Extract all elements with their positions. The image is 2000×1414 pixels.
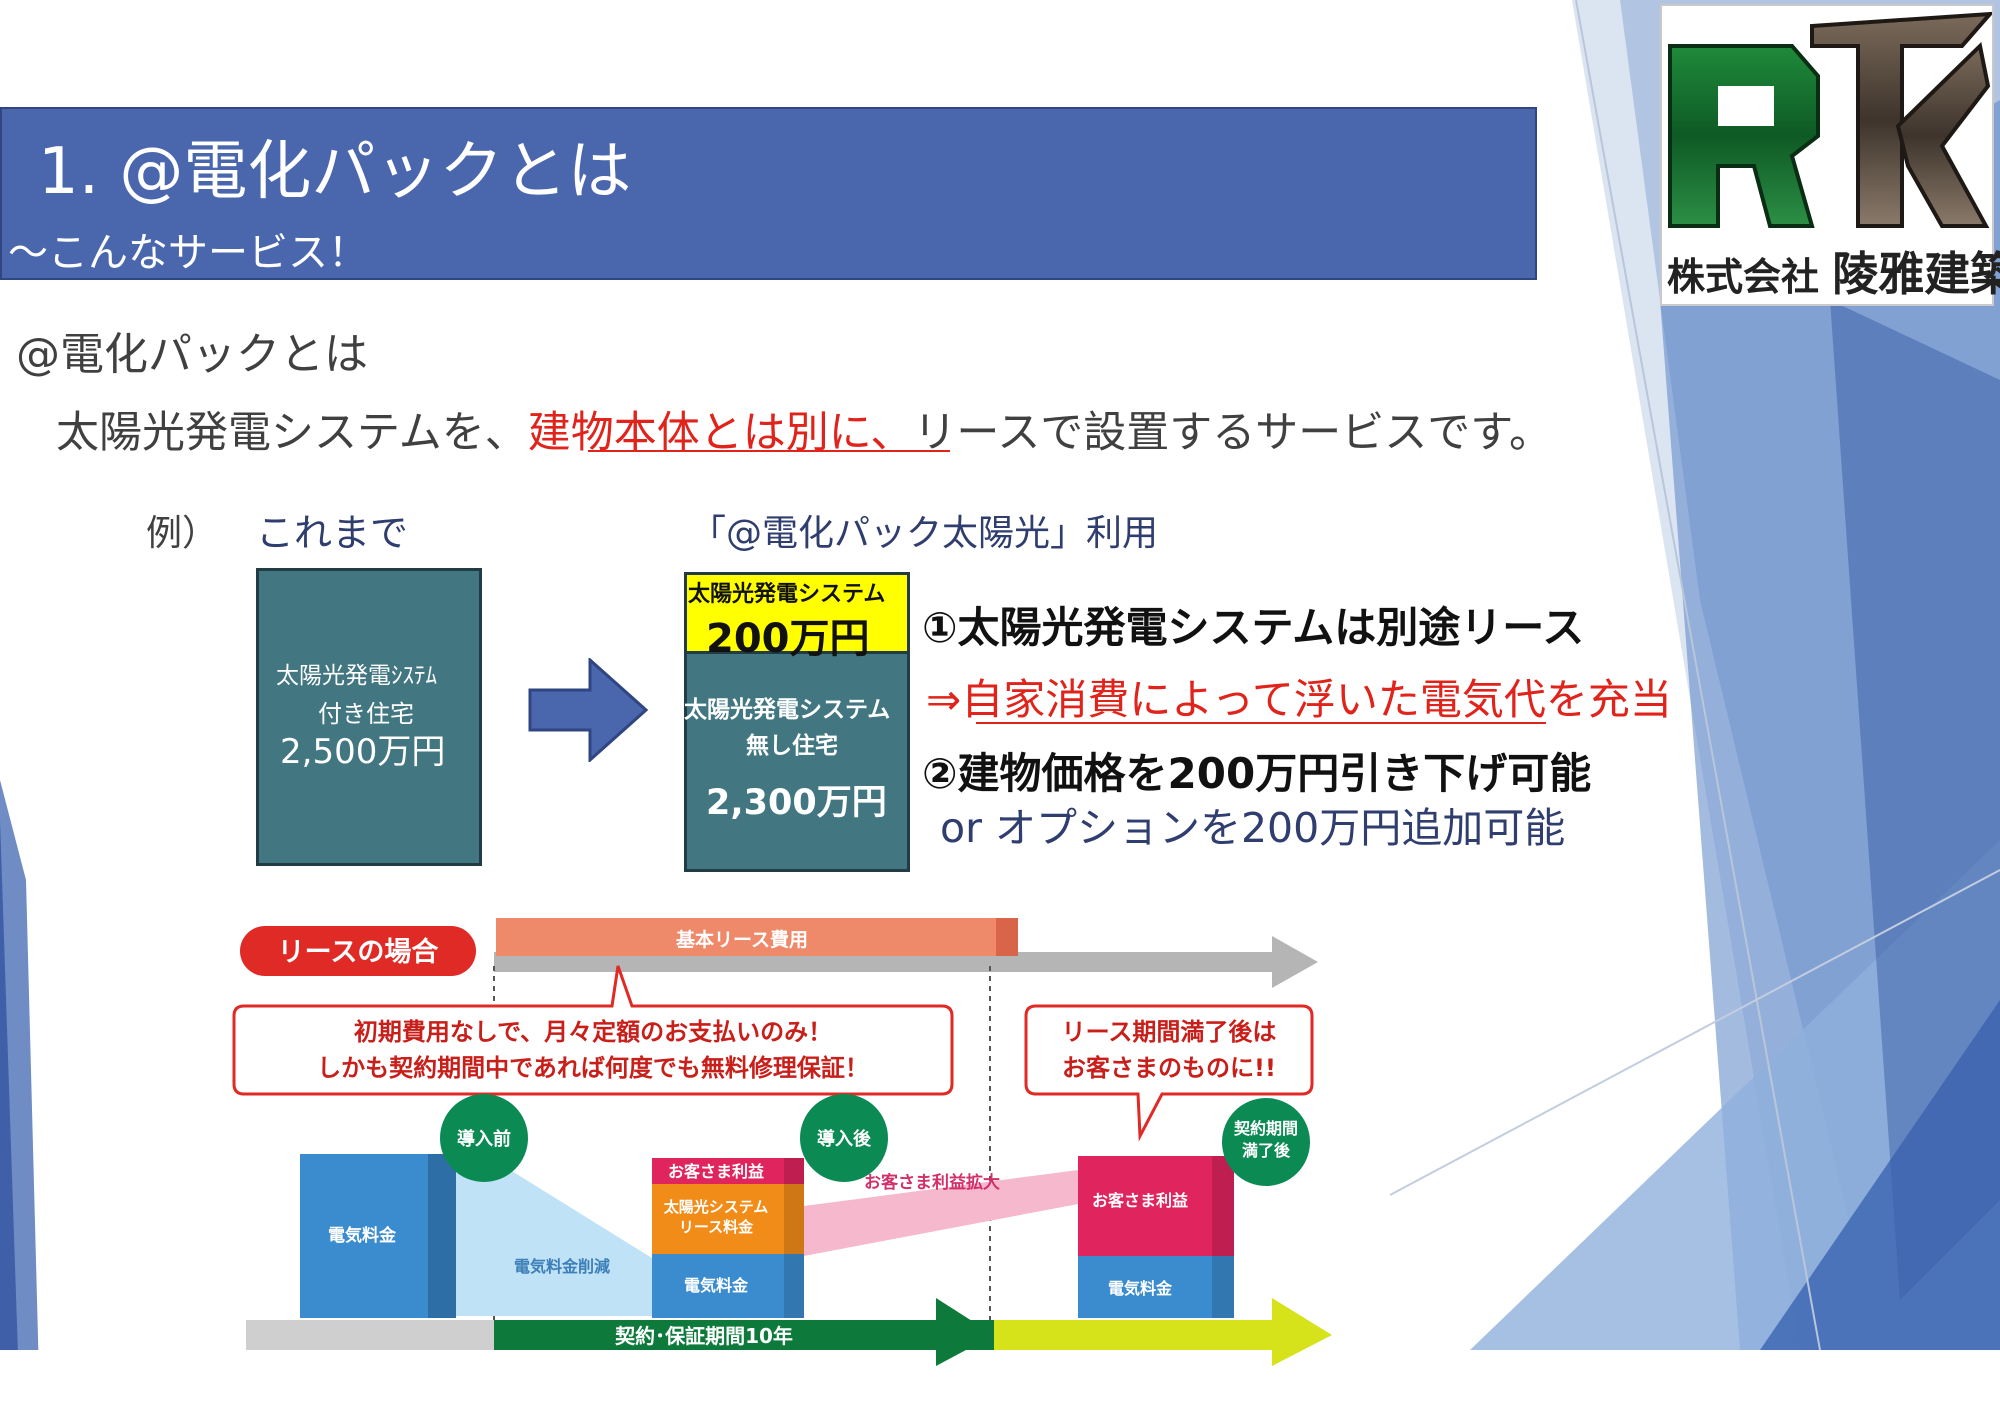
before-box-price: 2,500万円 (280, 732, 446, 772)
point-1-sub: ⇒自家消費によって浮いた電気代を充当 (926, 675, 1672, 724)
bar2-electricity-label: 電気料金 (684, 1276, 749, 1295)
logo-letters-graphic (1668, 11, 1995, 228)
bar2-benefit (652, 1158, 804, 1184)
circle-after-label: 導入後 (817, 1128, 872, 1150)
contract-period-bar (494, 1320, 994, 1350)
page-subtitle: 〜こんなサービス！ (8, 230, 368, 276)
bar3-electricity (1078, 1256, 1234, 1318)
before-label: これまで (256, 511, 409, 555)
right-arrow-icon (528, 658, 648, 762)
bar3-benefit (1078, 1156, 1234, 1256)
basic-lease-bar (496, 918, 1018, 956)
bar2-electricity (652, 1254, 804, 1318)
logo-company-name: 株式会社 陵雅建築 (1667, 238, 2000, 304)
before-box-line1: 太陽光発電ｼｽﾃﾑ (276, 663, 437, 689)
point-2-sub: or オプションを200万円追加可能 (940, 804, 1566, 852)
before-box-line2: 付き住宅 (318, 700, 414, 728)
after-box-line1: 太陽光発電システム (684, 697, 891, 723)
intro-heading: @電化パックとは (16, 329, 368, 380)
intro-description: 太陽光発電システムを、建物本体とは別に、リースで設置するサービスです。 (56, 398, 1552, 460)
point-1: ①太陽光発電システムは別途リース (922, 603, 1585, 652)
circle-before (440, 1094, 528, 1182)
after-label: 「@電化パック太陽光」利用 (690, 513, 1159, 554)
callout1-line2: しかも契約期間中であれば何度でも無料修理保証！ (317, 1054, 869, 1082)
callout-ownership (1024, 1004, 1314, 1142)
callout-free-repair (232, 965, 954, 1096)
page-title: 1. @電化パックとは (38, 135, 632, 209)
logo-company-prefix: 株式会社 (1667, 255, 1820, 299)
callout2-line2: お客さまのものに!! (1062, 1054, 1276, 1082)
bar2-solar-lease (652, 1184, 804, 1254)
lease-diagram: リースの場合 基本リース費用 初期費用なしで、月々定額のお支払いのみ！ しかも契… (232, 918, 1332, 1366)
lease-badge-text: リースの場合 (278, 936, 439, 968)
after-box-line2: 無し住宅 (746, 733, 838, 759)
timeline-arrow-top (1272, 936, 1318, 988)
point-2: ②建物価格を200万円引き下げ可能 (922, 749, 1592, 798)
bar2-benefit-label: お客さま利益 (668, 1162, 764, 1181)
desc-before: 太陽光発電システムを、 (56, 408, 528, 458)
bar3-benefit-label: お客さま利益 (1092, 1191, 1188, 1210)
solar-tag-label: 太陽光発電システム (688, 582, 886, 607)
header-band (0, 107, 1537, 280)
highlight-underline (588, 450, 950, 452)
circle-before-label: 導入前 (457, 1128, 511, 1150)
after-box-price: 2,300万円 (706, 783, 887, 823)
circle-end-line1: 契約期間 (1233, 1119, 1298, 1138)
solar-tag-price: 200万円 (706, 616, 870, 662)
lease-badge (240, 926, 476, 976)
fee-reduction-label: 電気料金削減 (514, 1257, 610, 1276)
solar-price-tag (684, 572, 910, 654)
desc-highlight: 建物本体とは別に、 (527, 408, 914, 458)
bar3-electricity-label: 電気料金 (1108, 1279, 1173, 1298)
bar2-solar-line2: リース料金 (679, 1218, 754, 1236)
timeline-arrow-bottom (1272, 1298, 1332, 1366)
before-house-box (256, 568, 482, 866)
logo-company-main: 陵雅建築 (1832, 247, 2000, 301)
point-1-underline (976, 722, 1546, 724)
contract-period-label: 契約･保証期間10年 (614, 1324, 793, 1348)
callout1-line1: 初期費用なしで、月々定額のお支払いのみ！ (354, 1018, 832, 1046)
bar2-solar-line1: 太陽光システム (664, 1198, 769, 1216)
circle-end-line2: 満了後 (1242, 1141, 1291, 1160)
callout2-line1: リース期間満了後は (1062, 1018, 1277, 1046)
basic-lease-label: 基本リース費用 (675, 928, 808, 951)
circle-contract-end (1222, 1098, 1310, 1186)
example-label: 例） (146, 513, 219, 554)
benefit-expansion-label: お客さま利益拡大 (864, 1172, 1000, 1193)
company-logo (1660, 4, 1995, 306)
bar1-label: 電気料金 (328, 1225, 397, 1246)
circle-after (800, 1094, 888, 1182)
desc-after: リースで設置するサービスです。 (913, 408, 1552, 458)
